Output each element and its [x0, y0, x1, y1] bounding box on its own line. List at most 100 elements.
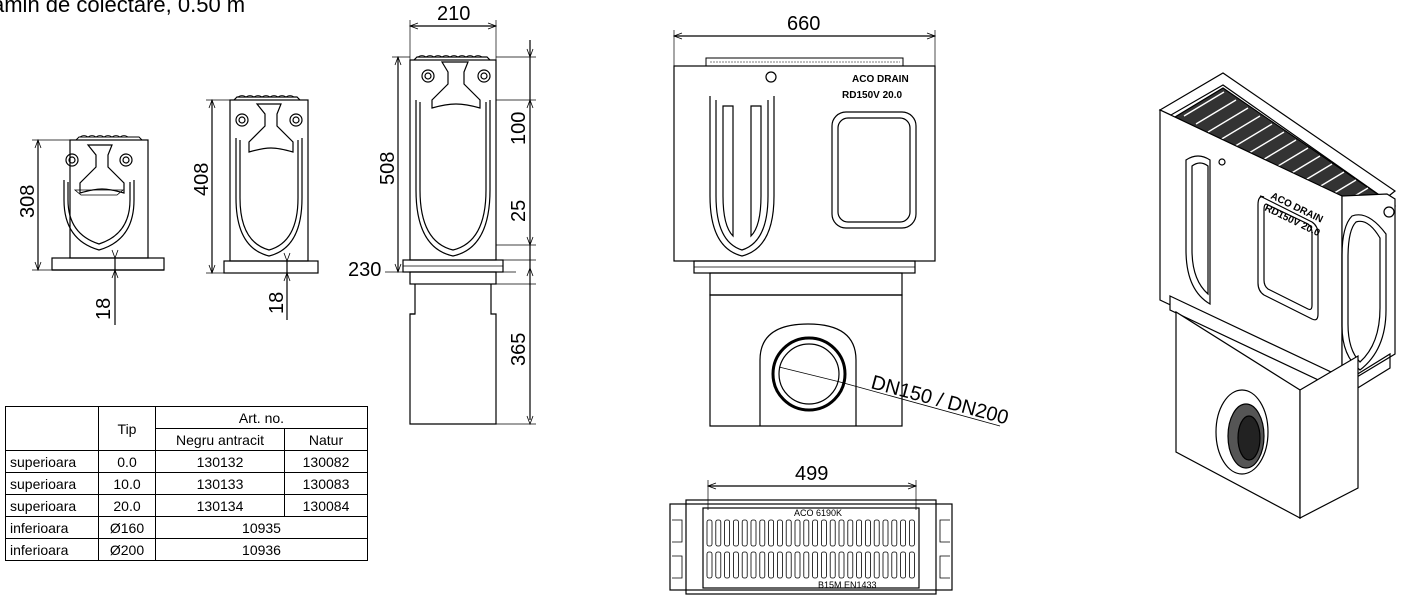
grate-slot — [812, 519, 818, 547]
grate-slot — [750, 551, 757, 579]
grate-slot — [794, 519, 801, 547]
grate-marking-bottom: B15M EN1433 — [818, 580, 877, 590]
table-row: inferioara Ø160 10935 — [5, 516, 368, 539]
grate-slot — [900, 551, 906, 579]
grate-slot — [821, 551, 827, 579]
dim-365: 365 — [508, 333, 530, 366]
dim-100: 100 — [508, 112, 530, 145]
grate-slot — [909, 519, 915, 547]
grate-slot — [882, 519, 889, 547]
side-view-660: 660 ACO DRAIN RD150V 20.0 DN150 / DN200 — [672, 13, 1011, 430]
drawing-title: amin de colectare, 0.50 m — [0, 0, 245, 17]
row-tip: 10.0 — [98, 472, 156, 495]
row-art: 10936 — [155, 538, 368, 561]
iso-grate-bar — [1195, 99, 1237, 125]
grate-slot — [750, 519, 757, 547]
grate-slot — [856, 551, 862, 579]
grate-slot — [785, 551, 792, 579]
article-table: Tip Art. no. Negru antracit Natur superi… — [5, 406, 368, 561]
grate-slot — [838, 551, 845, 579]
header-tip: Tip — [98, 406, 156, 451]
grate-slot — [741, 519, 748, 547]
table-row: superioara 20.0 130134 130084 — [5, 494, 368, 517]
table-row: inferioara Ø200 10936 — [5, 538, 368, 561]
dim-508: 508 — [377, 152, 399, 185]
row-tip: Ø160 — [98, 516, 156, 539]
grate-plan-499: 499 ACO 6190K B15M EN1433 — [669, 463, 953, 595]
grate-slot — [706, 551, 713, 579]
iso-grate-bar — [1183, 91, 1225, 117]
row-tip: 0.0 — [98, 450, 156, 473]
grate-slot — [847, 551, 854, 579]
row-label: superioara — [5, 494, 99, 517]
table-header-row: Tip Art. no. — [5, 406, 368, 451]
iso-grate-bar — [1243, 131, 1285, 157]
grate-slot — [706, 519, 713, 547]
grate-slot — [856, 519, 862, 547]
grate-slot — [715, 551, 722, 579]
table-corner-cell — [5, 406, 99, 451]
grate-slot — [829, 519, 836, 547]
row-negru: 130132 — [155, 450, 285, 473]
row-label: superioara — [5, 450, 99, 473]
grate-slot — [785, 519, 792, 547]
row-label: inferioara — [5, 516, 99, 539]
row-natur: 130084 — [284, 494, 368, 517]
grate-slot — [715, 519, 722, 547]
grate-slot — [768, 551, 774, 579]
row-label: inferioara — [5, 538, 99, 561]
grate-slot — [794, 551, 801, 579]
end-view-508: 210 508 230 100 25 365 — [348, 3, 536, 426]
grate-slots — [706, 519, 915, 579]
grate-slot — [873, 519, 880, 547]
grate-slot — [733, 551, 739, 579]
iso-grate-bar — [1231, 123, 1273, 149]
grate-slot — [741, 551, 748, 579]
grate-slot — [847, 519, 854, 547]
grate-slot — [759, 551, 766, 579]
grate-slot — [821, 519, 827, 547]
row-art: 10935 — [155, 516, 368, 539]
grate-slot — [812, 551, 818, 579]
dim-dn: DN150 / DN200 — [869, 372, 1011, 430]
isometric-view: ACO DRAIN RD150V 20.0 — [1158, 72, 1397, 519]
grate-slot — [891, 519, 898, 547]
dim-660: 660 — [787, 13, 820, 35]
grate-slot — [803, 519, 810, 547]
grate-marking-top: ACO 6190K — [794, 508, 842, 518]
row-tip: 20.0 — [98, 494, 156, 517]
grate-slot — [803, 551, 810, 579]
grate-slot — [724, 551, 730, 579]
body-marking-1: ACO DRAIN — [852, 74, 909, 85]
row-natur: 130082 — [284, 450, 368, 473]
grate-slot — [768, 519, 774, 547]
dim-308: 308 — [17, 185, 39, 218]
end-view-408: 408 18 — [191, 95, 319, 320]
row-label: superioara — [5, 472, 99, 495]
grate-slot — [733, 519, 739, 547]
body-marking-2: RD150V 20.0 — [842, 90, 902, 101]
grate-slot — [882, 551, 889, 579]
dim-18-a: 18 — [93, 298, 115, 320]
dim-408: 408 — [191, 163, 213, 196]
grate-slot — [900, 519, 906, 547]
row-natur: 130083 — [284, 472, 368, 495]
dim-499: 499 — [795, 463, 828, 485]
iso-grate-bar — [1219, 115, 1261, 141]
header-negru: Negru antracit — [155, 428, 285, 451]
grate-slot — [724, 519, 730, 547]
grate-slot — [838, 519, 845, 547]
header-art-no: Art. no. — [155, 406, 368, 429]
dim-230: 230 — [348, 259, 381, 281]
grate-slot — [777, 519, 783, 547]
grate-slot — [865, 551, 871, 579]
table-row: superioara 0.0 130132 130082 — [5, 450, 368, 473]
end-view-308: 308 18 — [17, 135, 165, 325]
iso-grate-bar — [1207, 107, 1249, 133]
grate-slot — [891, 551, 898, 579]
grate-slot — [865, 519, 871, 547]
grate-slot — [759, 519, 766, 547]
grate-slot — [777, 551, 783, 579]
grate-slot — [909, 551, 915, 579]
